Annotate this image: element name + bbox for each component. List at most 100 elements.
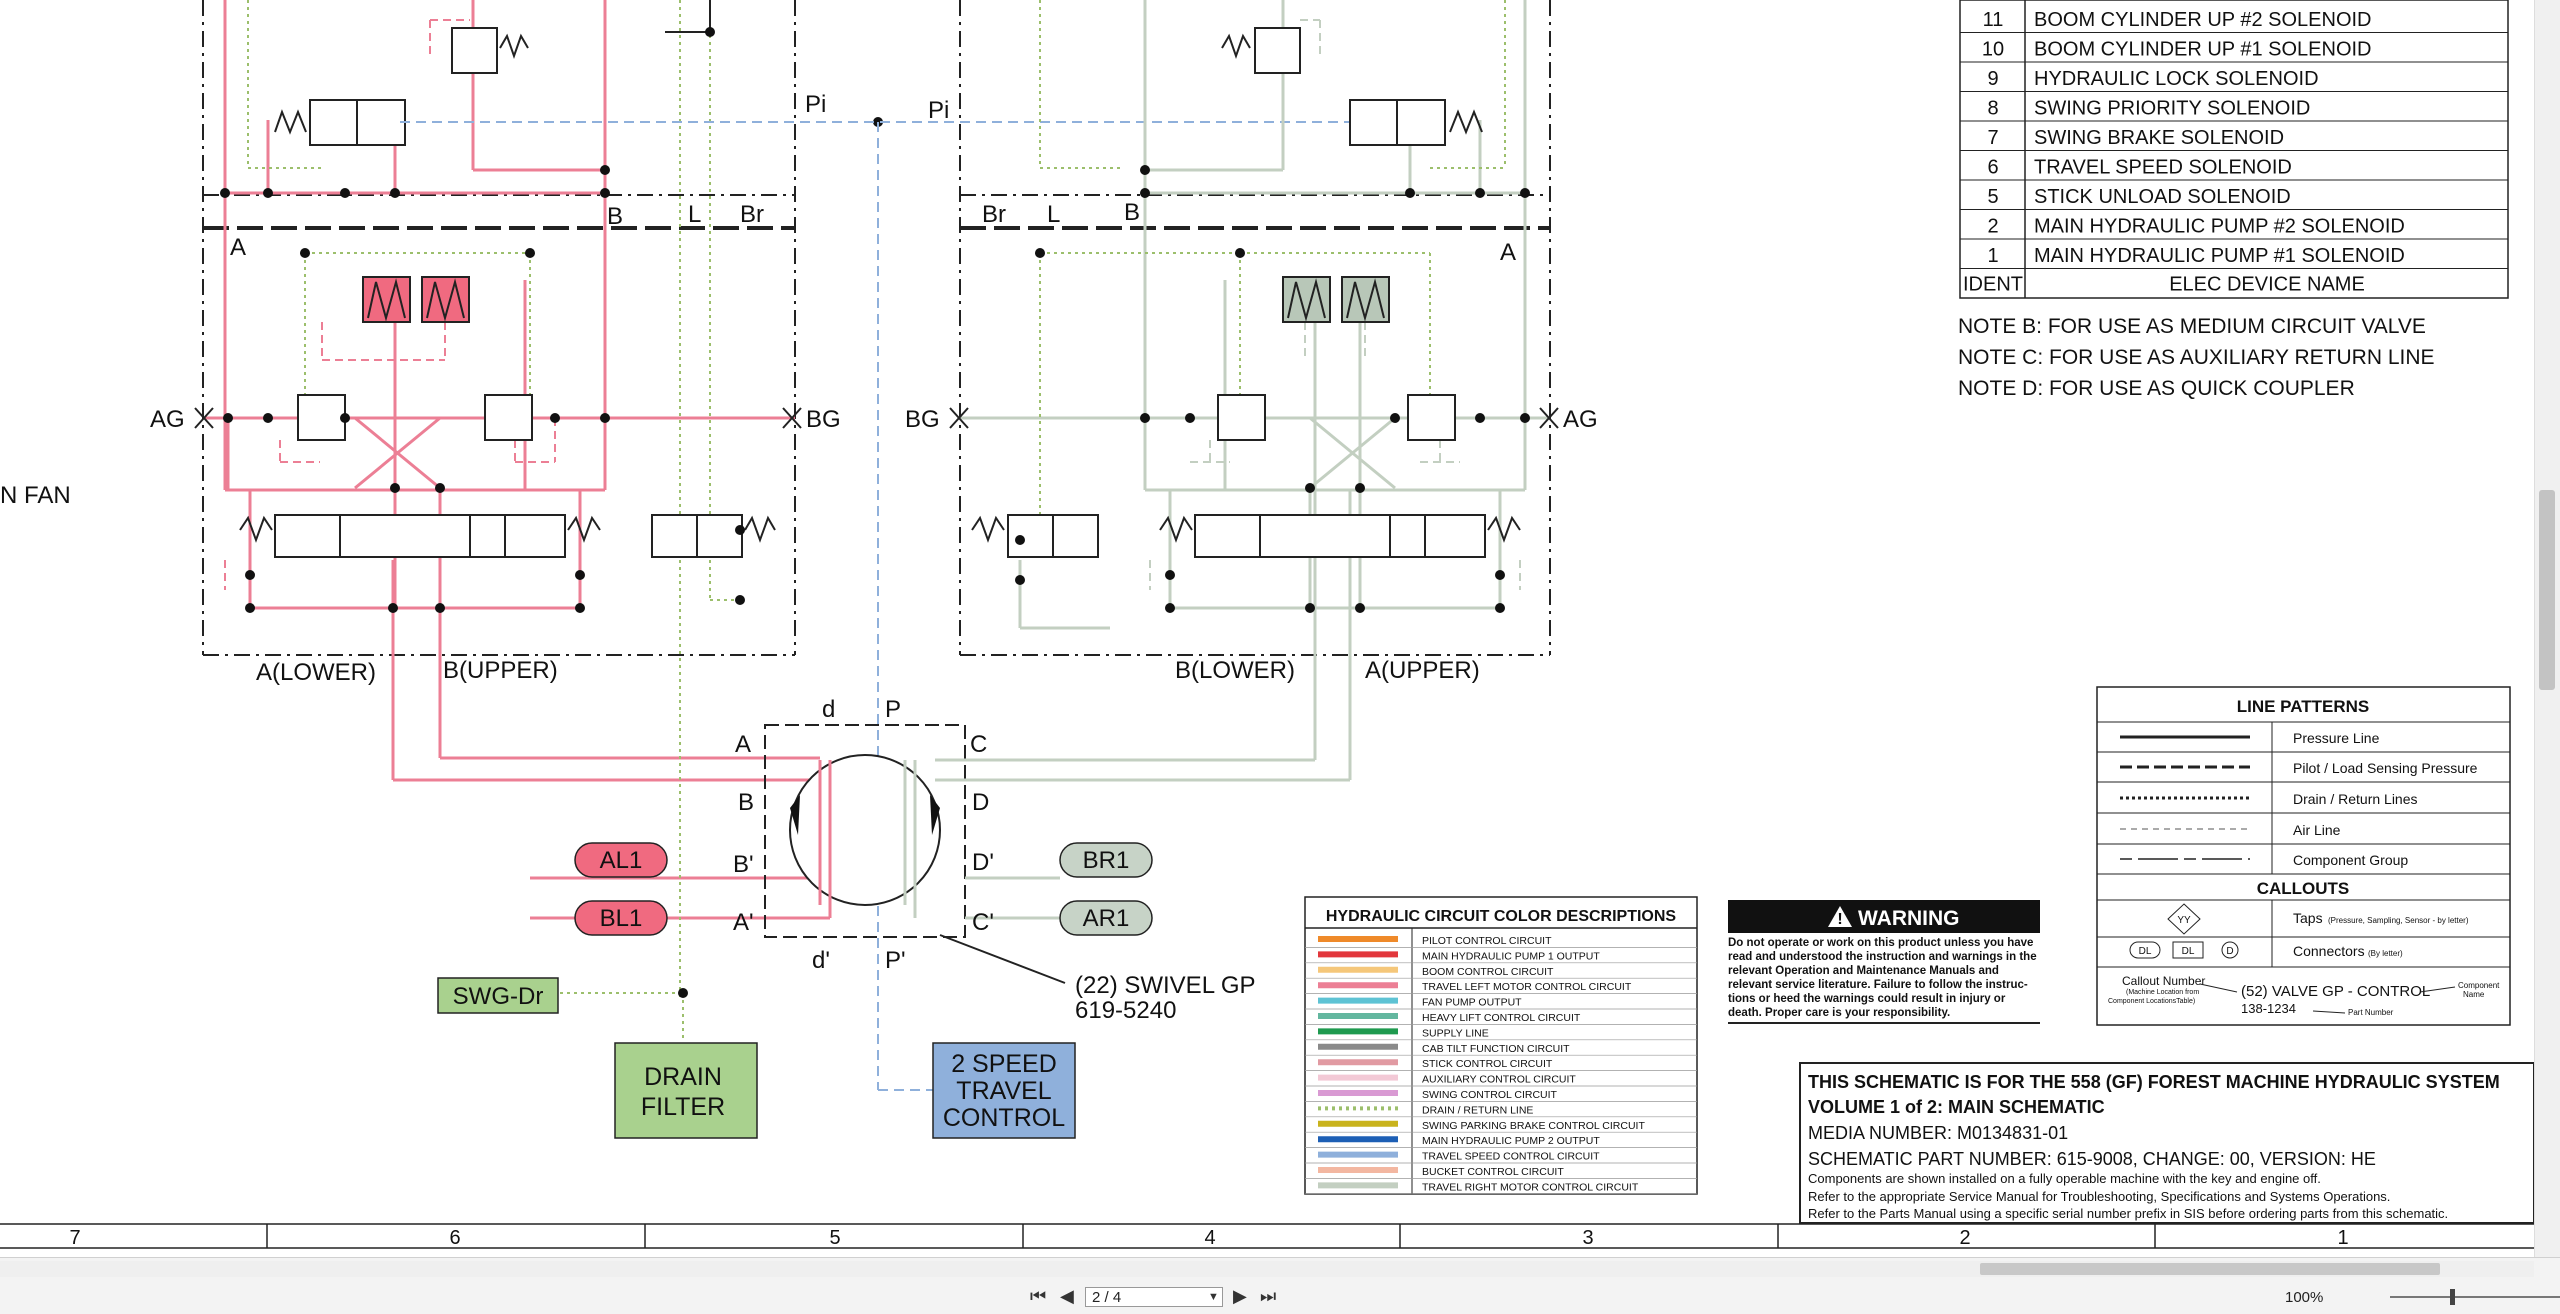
right-pi-label: Pi xyxy=(928,97,949,124)
warning-line4: relevant service literature. Failure to … xyxy=(1728,979,2028,991)
pattern-pressure-line: Pressure Line xyxy=(2293,730,2380,746)
device-ident: 7 xyxy=(1987,127,1998,149)
page-number-input[interactable]: 2 / 4 xyxy=(1085,1287,1223,1307)
swivel-d-prime-label: d' xyxy=(812,947,830,974)
left-lower-label: A(LOWER) xyxy=(256,659,376,686)
right-bg-label: BG xyxy=(905,406,940,433)
right-a-label: A xyxy=(1500,239,1516,266)
device-name: STICK UNLOAD SOLENOID xyxy=(2034,186,2291,208)
travel-control-line2: TRAVEL xyxy=(956,1077,1051,1105)
title-line6: Refer to the appropriate Service Manual … xyxy=(1808,1189,2390,1204)
drain-filter-box: DRAIN FILTER xyxy=(614,1042,758,1139)
color-desc-label: AUXILIARY CONTROL CIRCUIT xyxy=(1422,1074,1576,1086)
warning-title: WARNING xyxy=(1858,907,1960,930)
grid-number: 4 xyxy=(1204,1227,1215,1249)
first-page-icon[interactable]: ⏮ xyxy=(1030,1286,1047,1307)
warning-line6: death. Proper care is your responsibilit… xyxy=(1728,1007,1950,1019)
callouts-title: CALLOUTS xyxy=(2257,879,2350,898)
callout-example: (52) VALVE GP - CONTROL xyxy=(2241,983,2430,1000)
device-ident: 8 xyxy=(1987,98,1998,120)
right-solenoids xyxy=(1282,276,1390,323)
note-d: NOTE D: FOR USE AS QUICK COUPLER xyxy=(1958,377,2355,400)
prev-page-icon[interactable]: ◀ xyxy=(1060,1286,1074,1307)
component-name-label1: Component xyxy=(2458,981,2500,990)
color-desc-label: BUCKET CONTROL CIRCUIT xyxy=(1422,1166,1564,1178)
zoom-slider-knob[interactable] xyxy=(2450,1289,2455,1305)
left-l-label: L xyxy=(688,201,701,228)
device-name: MAIN HYDRAULIC PUMP #2 SOLENOID xyxy=(2034,216,2405,238)
device-ident: 10 xyxy=(1982,39,2004,61)
pattern-pilot-line: Pilot / Load Sensing Pressure xyxy=(2293,760,2478,776)
taps-note: (Pressure, Sampling, Sensor - by letter) xyxy=(2328,916,2469,925)
color-desc-label: MAIN HYDRAULIC PUMP 2 OUTPUT xyxy=(1422,1135,1600,1147)
travel-control-line3: CONTROL xyxy=(943,1104,1065,1132)
pilot-line xyxy=(400,121,1350,1091)
device-name: BOOM CYLINDER UP #1 SOLENOID xyxy=(2034,39,2372,61)
device-name: SWING PRIORITY SOLENOID xyxy=(2034,98,2310,120)
left-pi-label: Pi xyxy=(805,91,826,118)
zoom-level[interactable]: 100% xyxy=(2285,1289,2324,1306)
device-name: HYDRAULIC LOCK SOLENOID xyxy=(2034,68,2319,90)
connectors-label: Connectors xyxy=(2293,943,2365,959)
color-desc-label: TRAVEL LEFT MOTOR CONTROL CIRCUIT xyxy=(1422,981,1632,993)
drain-filter-line2: FILTER xyxy=(641,1093,725,1121)
color-desc-label: BOOM CONTROL CIRCUIT xyxy=(1422,966,1554,978)
grid-number: 3 xyxy=(1582,1227,1593,1249)
connector-d: D xyxy=(2226,946,2233,957)
right-ag-label: AG xyxy=(1563,406,1598,433)
callout-number-note1: (Machine Location from xyxy=(2126,989,2199,996)
swivel-p-label: P xyxy=(885,696,901,723)
svg-text:!: ! xyxy=(1837,911,1842,928)
zoom-slider[interactable] xyxy=(2390,1296,2560,1298)
page-dropdown-icon[interactable]: ▼ xyxy=(1208,1291,1219,1303)
al1-tag: AL1 xyxy=(600,847,643,874)
title-line4: SCHEMATIC PART NUMBER: 615-9008, CHANGE:… xyxy=(1808,1149,2376,1169)
color-desc-label: PILOT CONTROL CIRCUIT xyxy=(1422,935,1552,947)
vertical-scroll-thumb[interactable] xyxy=(2539,490,2555,690)
drain-filter-line1: DRAIN xyxy=(644,1063,722,1091)
left-a-label: A xyxy=(230,234,246,261)
right-lower-label: B(LOWER) xyxy=(1175,657,1295,684)
swivel-p-prime-label: P' xyxy=(885,947,906,974)
circuit-color-descriptions: HYDRAULIC CIRCUIT COLOR DESCRIPTIONS PIL… xyxy=(1304,896,1698,1195)
swivel-cp-label: C' xyxy=(972,909,994,936)
horizontal-scrollbar[interactable] xyxy=(0,1261,2534,1277)
color-desc-label: MAIN HYDRAULIC PUMP 1 OUTPUT xyxy=(1422,950,1600,962)
warning-line3: relevant Operation and Maintenance Manua… xyxy=(1728,965,1999,977)
device-name: TRAVEL SPEED SOLENOID xyxy=(2034,157,2292,179)
swivel-a-label: A xyxy=(735,731,751,758)
device-ident: 2 xyxy=(1987,216,1998,238)
color-desc-label: SUPPLY LINE xyxy=(1422,1027,1489,1039)
travel-control-line1: 2 SPEED xyxy=(951,1050,1057,1078)
right-b-label: B xyxy=(1124,199,1140,226)
swivel-ap-label: A' xyxy=(733,909,754,936)
color-desc-label: TRAVEL SPEED CONTROL CIRCUIT xyxy=(1422,1151,1600,1163)
ar1-tag: AR1 xyxy=(1083,905,1130,932)
next-page-icon[interactable]: ▶ xyxy=(1233,1286,1247,1307)
color-desc-label: SWING PARKING BRAKE CONTROL CIRCUIT xyxy=(1422,1120,1645,1132)
left-ag-label: AG xyxy=(150,406,185,433)
note-b: NOTE B: FOR USE AS MEDIUM CIRCUIT VALVE xyxy=(1958,315,2426,338)
connector-dl-square: DL xyxy=(2182,946,2195,957)
swivel-c-label: C xyxy=(970,731,987,758)
swivel-name: (22) SWIVEL GP xyxy=(1075,972,1256,999)
last-page-icon[interactable]: ⏭ xyxy=(1260,1286,1277,1307)
warning-line1: Do not operate or work on this product u… xyxy=(1728,937,2033,949)
connectors-note: (By letter) xyxy=(2368,949,2403,958)
note-c: NOTE C: FOR USE AS AUXILIARY RETURN LINE xyxy=(1958,346,2435,369)
color-desc-label: FAN PUMP OUTPUT xyxy=(1422,997,1522,1009)
device-name: SWING BRAKE SOLENOID xyxy=(2034,127,2284,149)
device-ident: 1 xyxy=(1987,245,1998,267)
horizontal-scroll-thumb[interactable] xyxy=(1980,1263,2440,1275)
swg-dr-tag: SWG-Dr xyxy=(453,983,544,1010)
device-ident: 6 xyxy=(1987,157,1998,179)
right-l-label: L xyxy=(1047,201,1060,228)
notes: NOTE B: FOR USE AS MEDIUM CIRCUIT VALVE … xyxy=(1958,315,2435,400)
left-upper-label: B(UPPER) xyxy=(443,657,558,684)
connector-dl-round: DL xyxy=(2139,946,2152,957)
title-block: THIS SCHEMATIC IS FOR THE 558 (GF) FORES… xyxy=(1799,1062,2535,1224)
pattern-drain-line: Drain / Return Lines xyxy=(2293,791,2418,807)
title-line7: Refer to the Parts Manual using a specif… xyxy=(1808,1206,2448,1221)
component-name-label2: Name xyxy=(2463,990,2485,999)
